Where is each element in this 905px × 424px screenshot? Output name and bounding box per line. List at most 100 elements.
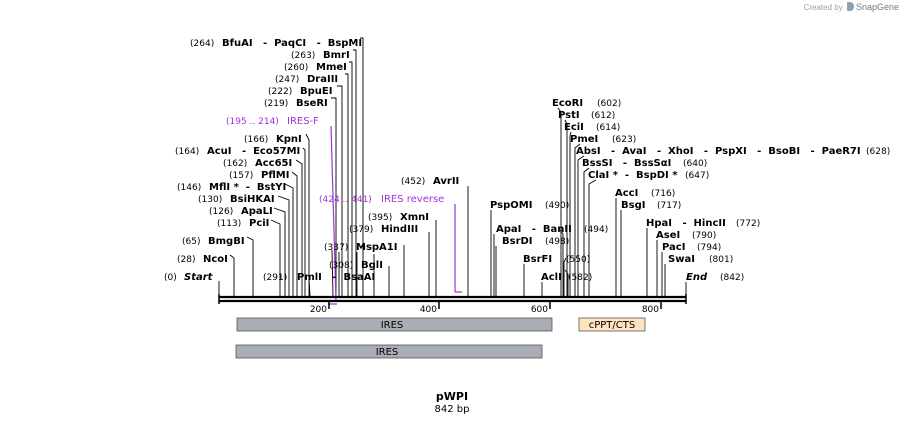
- feature-label: IRES: [381, 320, 404, 331]
- primer-name[interactable]: IRES reverse: [381, 194, 444, 205]
- site-position: (647): [685, 171, 709, 181]
- site-name[interactable]: ClaI * - BspDI *: [588, 170, 678, 181]
- feature-ires[interactable]: [236, 317, 553, 332]
- site-name[interactable]: BpuEI: [300, 86, 332, 97]
- site-name[interactable]: BglI: [361, 260, 383, 271]
- site-name[interactable]: BfuAI - PaqCI - BspMI: [222, 38, 362, 49]
- site-position: (126): [209, 207, 233, 217]
- site-end: End: [686, 272, 708, 283]
- primer-connectors: [328, 125, 462, 305]
- site-position: (260): [284, 63, 308, 73]
- site-name[interactable]: AvrII: [433, 176, 459, 187]
- site-name[interactable]: PflMI: [261, 170, 289, 181]
- site-position: (263): [291, 51, 315, 61]
- plasmid-length: 842 bp: [435, 404, 470, 415]
- site-name[interactable]: AbsI - AvaI - XhoI - PspXI - BsoBI - Pae…: [576, 146, 861, 157]
- site-position: (130): [198, 195, 222, 205]
- site-name[interactable]: PstI: [558, 110, 580, 121]
- site-name[interactable]: AseI: [656, 230, 680, 241]
- site-name[interactable]: BsiHKAI: [230, 194, 275, 205]
- plasmid-name: pWPI: [436, 390, 468, 403]
- plasmid-title: pWPI 842 bp: [435, 390, 470, 415]
- site-position: (264): [190, 39, 214, 49]
- primer-labels: (195 .. 214) IRES-F (424 .. 441) IRES re…: [226, 116, 444, 205]
- site-name[interactable]: AclI: [541, 272, 562, 283]
- site-name[interactable]: PacI: [662, 242, 685, 253]
- site-name[interactable]: AcuI - Eco57MI: [207, 146, 300, 157]
- site-name[interactable]: ApaLI: [241, 206, 273, 217]
- site-position: (790): [692, 231, 716, 241]
- primer-range: (195 .. 214): [226, 117, 279, 127]
- site-position: (717): [657, 201, 681, 211]
- site-position: (801): [709, 255, 733, 265]
- site-name[interactable]: ApaI - BanII: [496, 224, 572, 235]
- site-position: (716): [651, 189, 675, 199]
- site-position: (337): [324, 243, 348, 253]
- site-position: (157): [229, 171, 253, 181]
- credit-prefix: Created by: [803, 3, 843, 12]
- site-name[interactable]: BmgBI: [208, 236, 245, 247]
- site-name[interactable]: Acc65I: [255, 158, 292, 169]
- site-position: (614): [596, 123, 620, 133]
- site-name[interactable]: BmrI: [323, 50, 350, 61]
- site-connectors: [218, 37, 687, 297]
- axis: 200 400 600 800: [310, 301, 662, 315]
- primer-name[interactable]: IRES-F: [287, 116, 319, 127]
- site-name[interactable]: HpaI - HincII: [646, 218, 726, 229]
- site-position: (291): [263, 273, 287, 283]
- site-name[interactable]: BseRI: [296, 98, 328, 109]
- site-position: (490): [545, 201, 569, 211]
- site-name[interactable]: PciI: [249, 218, 269, 229]
- site-position: (452): [401, 177, 425, 187]
- site-name[interactable]: KpnI: [276, 134, 302, 145]
- site-position: (166): [244, 135, 268, 145]
- site-position: (0): [164, 273, 177, 283]
- site-position: (113): [217, 219, 241, 229]
- snapgene-logo-icon: [846, 2, 854, 11]
- site-name[interactable]: BsrDI: [502, 236, 533, 247]
- site-name[interactable]: PspOMI: [490, 200, 532, 211]
- snapgene-credit: Created by SnapGene: [804, 2, 899, 12]
- site-position: (162): [223, 159, 247, 169]
- axis-tick-label: 600: [531, 305, 548, 315]
- site-position: (842): [720, 273, 744, 283]
- feature-label: IRES: [376, 347, 399, 358]
- site-name[interactable]: MflI * - BstYI: [209, 182, 286, 193]
- site-name[interactable]: AccI: [615, 188, 638, 199]
- site-position: (379): [349, 225, 373, 235]
- site-position: (582): [568, 273, 592, 283]
- site-name[interactable]: BsgI: [621, 200, 645, 211]
- site-name[interactable]: HindIII: [381, 224, 418, 235]
- feature-ires[interactable]: [235, 344, 543, 359]
- site-name[interactable]: BssSI - BssSαI: [582, 158, 671, 169]
- site-position: (222): [268, 87, 292, 97]
- dna-backbone: [218, 294, 687, 304]
- site-position: (623): [612, 135, 636, 145]
- site-name[interactable]: NcoI: [203, 254, 228, 265]
- site-position: (395): [368, 213, 392, 223]
- site-name[interactable]: EciI: [564, 122, 584, 133]
- site-name[interactable]: PmeI: [570, 134, 598, 145]
- site-name[interactable]: DraIII: [307, 74, 338, 85]
- features: IRES cPPT/CTS IRES: [235, 317, 646, 359]
- site-position: (772): [736, 219, 760, 229]
- site-position: (612): [591, 111, 615, 121]
- credit-brand: SnapGene: [855, 2, 899, 12]
- site-name[interactable]: XmnI: [400, 212, 429, 223]
- site-labels: (264) BfuAI - PaqCI - BspMI (263) BmrI (…: [164, 38, 890, 283]
- site-name[interactable]: PmlI - BsaAI: [297, 272, 375, 283]
- site-name[interactable]: SwaI: [668, 254, 695, 265]
- site-name[interactable]: MmeI: [316, 62, 347, 73]
- primer-range: (424 .. 441): [319, 195, 372, 205]
- site-position: (794): [697, 243, 721, 253]
- site-name[interactable]: MspA1I: [356, 242, 397, 253]
- feature-cppt-cts[interactable]: [578, 317, 646, 332]
- site-name[interactable]: EcoRI: [552, 98, 583, 109]
- axis-tick-label: 200: [310, 305, 327, 315]
- site-position: (640): [683, 159, 707, 169]
- site-position: (164): [175, 147, 199, 157]
- site-position: (146): [177, 183, 201, 193]
- axis-tick-label: 800: [642, 305, 659, 315]
- site-name[interactable]: BsrFI: [523, 254, 552, 265]
- site-position: (28): [177, 255, 195, 265]
